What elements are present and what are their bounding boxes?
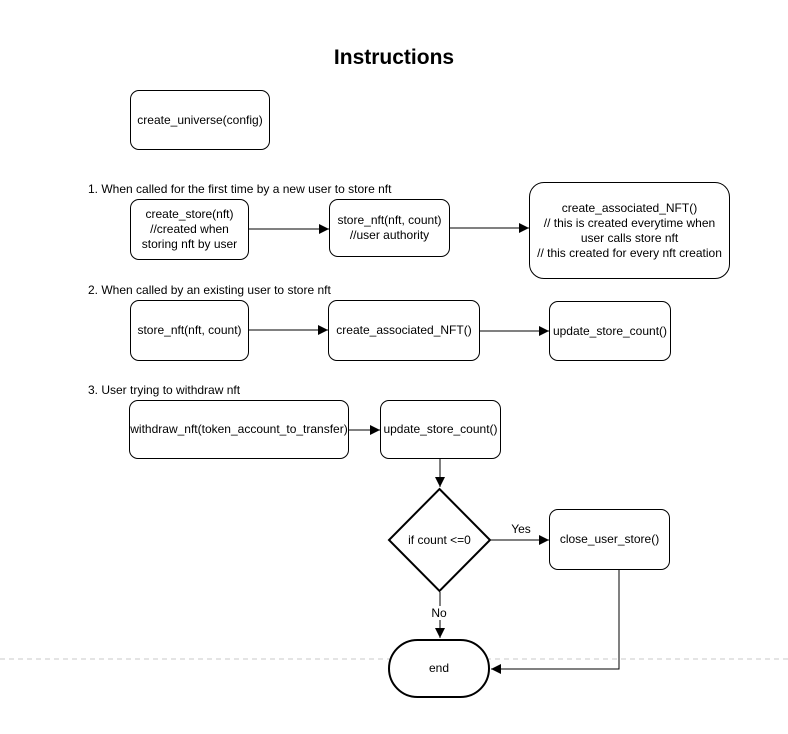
flow-node-update-store-count-existing: update_store_count() <box>549 301 671 361</box>
flow-node-store-nft-first: store_nft(nft, count) //user authority <box>329 199 450 257</box>
node-label: end <box>428 661 450 675</box>
edge-label-no: No <box>424 606 454 620</box>
decision-if-count-label: if count <=0 <box>408 533 471 547</box>
node-label: store_nft(nft, count) <box>137 323 242 337</box>
flow-node-update-store-count-withdraw: update_store_count() <box>380 400 501 459</box>
node-label: update_store_count() <box>383 422 498 436</box>
decision-diamond-shape <box>387 487 492 593</box>
flow-node-create-store: create_store(nft) //created when storing… <box>130 199 249 260</box>
node-label: create_associated_NFT() <box>336 323 472 337</box>
node-label: withdraw_nft(token_account_to_transfer) <box>130 422 348 436</box>
node-label: create_universe(config) <box>137 112 263 127</box>
flow-node-create-universe: create_universe(config) <box>130 90 270 150</box>
node-comment: // this created for every nft creation <box>537 245 722 260</box>
edge-label-yes: Yes <box>505 522 537 536</box>
node-comment: //user authority <box>349 228 430 242</box>
node-label: close_user_store() <box>559 532 660 546</box>
flow-node-store-nft-existing: store_nft(nft, count) <box>130 300 249 361</box>
page-title: Instructions <box>333 46 455 69</box>
node-comment: //created when <box>150 222 229 236</box>
flow-node-close-user-store: close_user_store() <box>549 509 670 570</box>
node-label: update_store_count() <box>552 323 668 338</box>
arrow-close-store-to-end <box>491 570 620 674</box>
node-comment: storing nft by user <box>141 237 238 251</box>
node-comment: user calls store nft <box>580 230 679 245</box>
section-3-label: 3. User trying to withdraw nft <box>88 383 241 397</box>
section-1-label: 1. When called for the first time by a n… <box>88 182 392 196</box>
node-label: create_store(nft) <box>145 207 234 221</box>
node-label: store_nft(nft, count) <box>337 213 442 227</box>
node-label: create_associated_NFT() <box>561 200 698 215</box>
section-2-label: 2. When called by an existing user to st… <box>88 283 331 297</box>
flow-node-create-associated-nft-existing: create_associated_NFT() <box>328 300 480 361</box>
terminator-end: end <box>388 639 490 698</box>
node-comment: // this is created everytime when <box>543 215 716 230</box>
flow-node-create-associated-nft-first: create_associated_NFT() // this is creat… <box>529 182 730 279</box>
flow-node-withdraw-nft: withdraw_nft(token_account_to_transfer) <box>129 400 349 459</box>
